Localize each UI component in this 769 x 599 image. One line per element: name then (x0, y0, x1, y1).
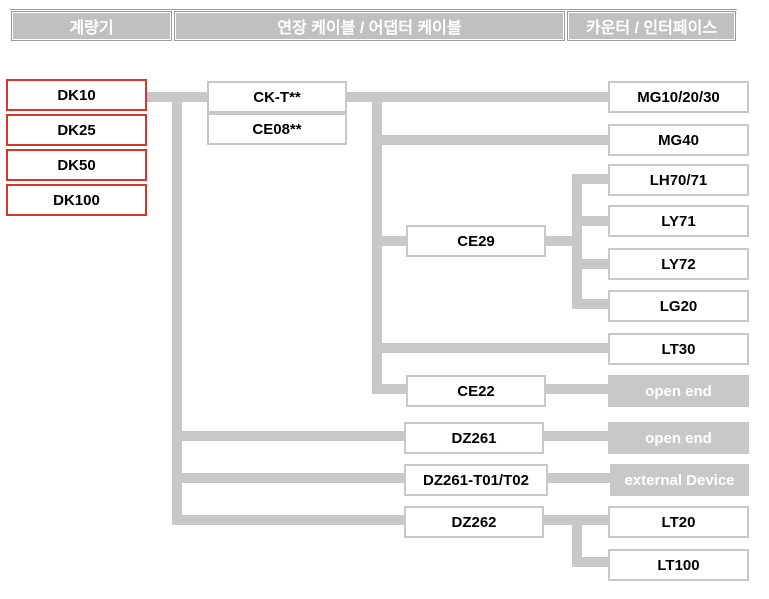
connector-ckt-to-mg10 (346, 92, 608, 102)
header-top-rule (10, 9, 737, 10)
cable-box-ce22: CE22 (406, 375, 546, 407)
connector-trunk-dz262 (572, 515, 582, 567)
target-box-mg40: MG40 (608, 124, 749, 156)
connector-ce29-out (546, 236, 572, 246)
cable-box-ckt: CK-T** (207, 81, 347, 113)
connector-to-lt30 (372, 343, 608, 353)
scale-box-dk10: DK10 (6, 79, 147, 111)
header-scale: 계량기 (11, 11, 172, 41)
target-box-mg10: MG10/20/30 (608, 81, 749, 113)
connector-to-dz261t (172, 473, 404, 483)
target-box-lt20: LT20 (608, 506, 749, 538)
connector-dz261t-to-external (548, 473, 610, 483)
connector-dz261-to-open-end (544, 431, 608, 441)
connector-trunk-ce29 (572, 174, 582, 309)
scale-box-dk25: DK25 (6, 114, 147, 146)
target-box-lg20: LG20 (608, 290, 749, 322)
cable-box-ce08: CE08** (207, 113, 347, 145)
scale-box-dk100: DK100 (6, 184, 147, 216)
target-box-open-end-1: open end (608, 375, 749, 407)
connector-to-lh70 (572, 174, 608, 184)
connector-to-lt100 (572, 557, 608, 567)
connector-to-lg20 (572, 299, 608, 309)
target-box-ly72: LY72 (608, 248, 749, 280)
cable-box-dz261: DZ261 (404, 422, 544, 454)
cable-box-ce29: CE29 (406, 225, 546, 257)
target-box-open-end-2: open end (608, 422, 749, 454)
cable-box-dz261t: DZ261-T01/T02 (404, 464, 548, 496)
target-box-lt30: LT30 (608, 333, 749, 365)
connector-to-ly71 (572, 216, 608, 226)
header-interface: 카운터 / 인터페이스 (567, 11, 736, 41)
connector-to-ce22 (372, 384, 406, 394)
connector-to-dz262 (172, 515, 404, 525)
connector-to-dz261 (172, 431, 404, 441)
header-cables: 연장 케이블 / 어댑터 케이블 (174, 11, 565, 41)
connector-to-ce29 (372, 236, 406, 246)
target-box-external-device: external Device (610, 464, 749, 496)
connector-to-mg40 (372, 135, 608, 145)
cable-box-dz262: DZ262 (404, 506, 544, 538)
connector-ce22-to-open-end (546, 384, 608, 394)
connector-trunk-left (172, 92, 182, 522)
target-box-lt100: LT100 (608, 549, 749, 581)
connector-to-ly72 (572, 259, 608, 269)
target-box-ly71: LY71 (608, 205, 749, 237)
target-box-lh70: LH70/71 (608, 164, 749, 196)
scale-box-dk50: DK50 (6, 149, 147, 181)
